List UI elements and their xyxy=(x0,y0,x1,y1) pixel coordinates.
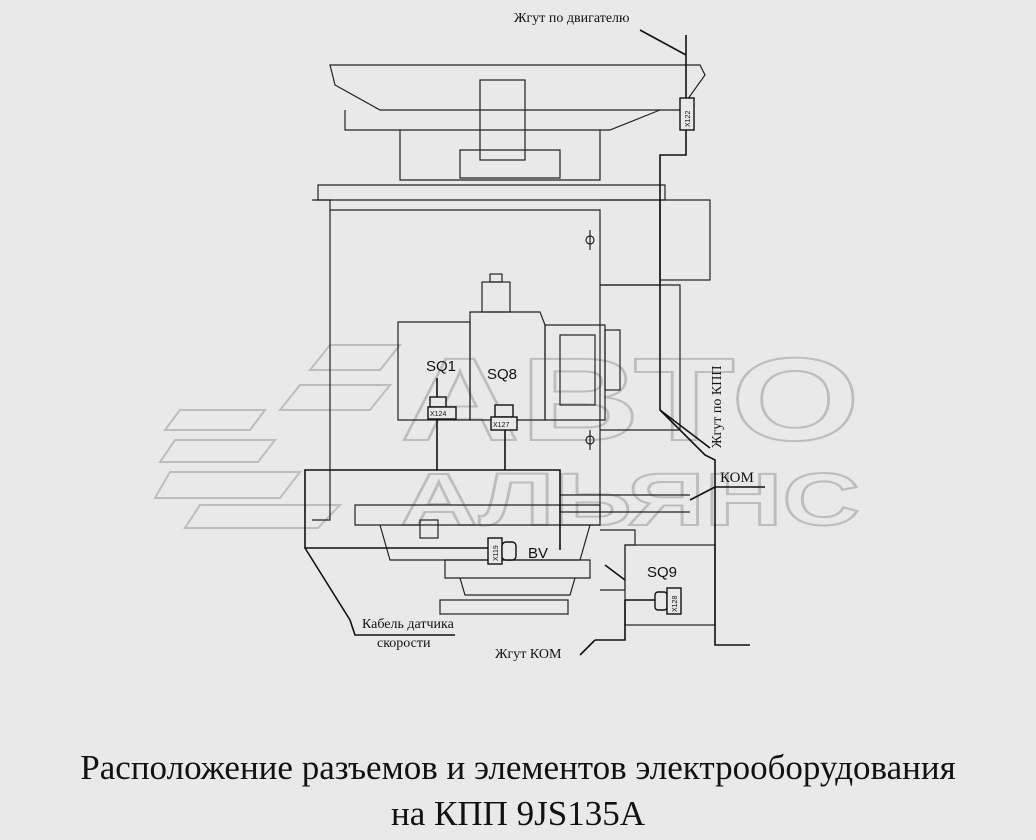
component-sq8: SQ8 xyxy=(487,366,518,383)
component-sq9: SQ9 xyxy=(647,564,678,581)
label-kom-harness: Жгут КОМ xyxy=(495,647,562,662)
connector-x124-label: X124 xyxy=(430,411,446,418)
component-sq1: SQ1 xyxy=(426,358,457,375)
caption-line1: Расположение разъемов и элементов электр… xyxy=(80,748,956,787)
watermark-text: АВТО АЛЬЯНС xyxy=(399,333,861,542)
label-kom: КОМ xyxy=(720,470,754,486)
watermark-line2: АЛЬЯНС xyxy=(400,458,860,541)
label-gearbox-harness: Жгут по КПП xyxy=(710,365,725,448)
connector-x128-label: X128 xyxy=(672,596,679,612)
watermark-line1: АВТО xyxy=(400,334,860,466)
connector-x124: X124 xyxy=(427,396,457,420)
connector-x119-label: X119 xyxy=(493,545,500,561)
wiring-harness xyxy=(304,29,765,656)
watermark-logo-icon xyxy=(153,344,403,529)
connector-x128: X128 xyxy=(654,587,682,615)
connector-x122: X122 xyxy=(679,97,695,131)
connector-x122-label: X122 xyxy=(685,111,692,127)
label-engine-harness: Жгут по двигателю xyxy=(514,11,630,26)
label-speed-cable-line1: Кабель датчика xyxy=(362,617,454,632)
connector-x127: X127 xyxy=(490,404,518,431)
connector-x119: X119 xyxy=(487,537,517,565)
caption-line2: на КПП 9JS135A xyxy=(390,794,646,833)
label-speed-cable-line2: скорости xyxy=(377,636,431,651)
component-bv: BV xyxy=(528,545,549,562)
connector-x127-label: X127 xyxy=(493,422,509,429)
